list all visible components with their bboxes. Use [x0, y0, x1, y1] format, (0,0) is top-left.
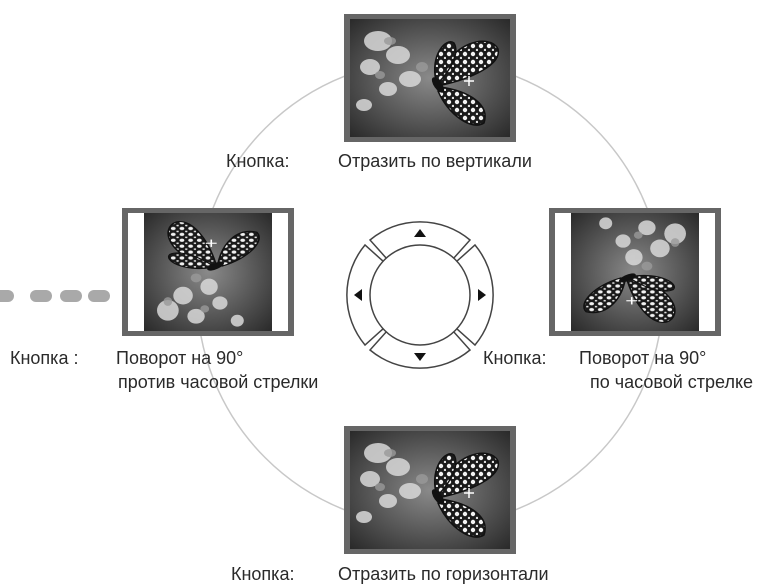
dpad-center — [369, 244, 471, 346]
butterfly-image-bottom — [350, 431, 510, 549]
dash-4 — [88, 290, 110, 302]
butterfly-image-top — [350, 19, 510, 137]
caption-right-action-line2: по часовой стрелке — [590, 372, 754, 392]
caption-right-prefix: Кнопка: — [483, 348, 547, 368]
caption-right-action-line1: Поворот на 90° — [579, 348, 707, 368]
caption-left-action-line1: Поворот на 90° — [116, 348, 244, 368]
right-margin — [272, 213, 288, 331]
caption-top-prefix: Кнопка: — [226, 151, 290, 171]
caption-left-action-line2: против часовой стрелки — [118, 372, 319, 392]
directional-pad — [346, 221, 494, 369]
view-rotate-cw — [549, 208, 721, 336]
triangle-left-icon — [354, 289, 362, 301]
caption-bottom-action: Отразить по горизонтали — [338, 564, 549, 584]
triangle-up-icon — [414, 229, 426, 237]
dash-1 — [0, 290, 14, 302]
dash-2 — [30, 290, 52, 302]
left-margin — [128, 213, 144, 331]
butterfly-image-right — [571, 213, 699, 331]
dash-3 — [60, 290, 82, 302]
view-rotate-ccw — [122, 208, 294, 336]
view-flip-vertical — [344, 14, 516, 142]
triangle-right-icon — [478, 289, 486, 301]
right-margin — [699, 213, 715, 331]
caption-left-prefix: Кнопка : — [10, 348, 79, 368]
caption-top-action: Отразить по вертикали — [338, 151, 532, 171]
left-margin — [555, 213, 571, 331]
caption-bottom-prefix: Кнопка: — [231, 564, 295, 584]
view-flip-horizontal — [344, 426, 516, 554]
butterfly-image-left — [144, 213, 272, 331]
triangle-down-icon — [414, 353, 426, 361]
